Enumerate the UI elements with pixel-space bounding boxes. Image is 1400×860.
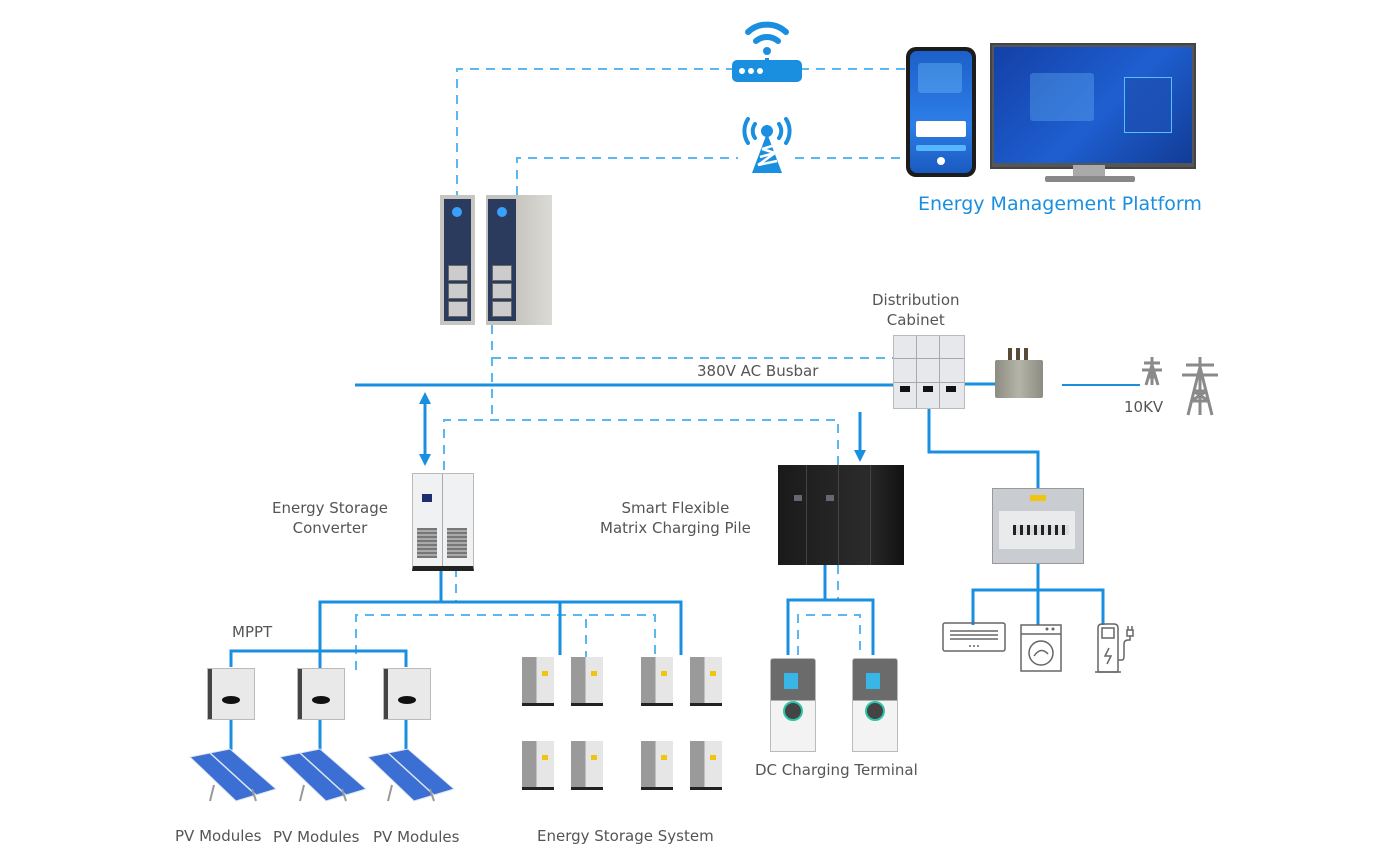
power-line-cabinet-down bbox=[927, 405, 1040, 488]
distribution-cabinet-label: Distribution Cabinet bbox=[872, 291, 960, 329]
monitor-base bbox=[1045, 176, 1135, 182]
pv-inverter-3[interactable] bbox=[383, 668, 431, 720]
arrow-head-down bbox=[419, 454, 431, 466]
energy-storage-converter[interactable] bbox=[412, 473, 474, 571]
monitor-stand bbox=[1073, 165, 1105, 177]
mobile-screen bbox=[910, 51, 972, 173]
cell-tower-icon bbox=[742, 117, 792, 173]
pv-modules-label-3: PV Modules bbox=[373, 828, 460, 846]
iot-gateway-1[interactable] bbox=[440, 195, 475, 325]
transmission-tower-icon bbox=[1142, 357, 1218, 416]
monitor-screen bbox=[994, 47, 1192, 163]
comm-line-router bbox=[456, 68, 735, 200]
transformer bbox=[995, 360, 1043, 398]
power-line-storage-bus bbox=[318, 600, 683, 655]
distribution-box[interactable] bbox=[992, 488, 1084, 564]
distribution-cabinet[interactable] bbox=[893, 335, 965, 409]
battery-cabinet[interactable] bbox=[641, 657, 673, 706]
comm-line-cell bbox=[516, 157, 738, 195]
battery-cabinet[interactable] bbox=[522, 657, 554, 706]
battery-cabinet[interactable] bbox=[690, 741, 722, 790]
wifi-router-icon bbox=[732, 21, 802, 82]
battery-cabinet[interactable] bbox=[522, 741, 554, 790]
matrix-charging-pile[interactable] bbox=[778, 465, 904, 565]
desktop-monitor[interactable] bbox=[990, 43, 1196, 169]
battery-cabinet[interactable] bbox=[690, 657, 722, 706]
mobile-app[interactable] bbox=[906, 47, 976, 177]
transformer-bushings bbox=[1008, 348, 1032, 360]
storage-system-label: Energy Storage System bbox=[537, 827, 714, 845]
power-line-terminal-bus bbox=[786, 598, 875, 655]
grid-voltage-label: 10KV bbox=[1124, 398, 1164, 416]
converter-label: Energy Storage Converter bbox=[272, 499, 388, 537]
battery-cabinet[interactable] bbox=[571, 741, 603, 790]
pv-modules-label-2: PV Modules bbox=[273, 828, 360, 846]
comm-line-to-converter-and-pile bbox=[443, 419, 839, 470]
washing-machine-icon bbox=[1020, 624, 1062, 672]
comm-line-storage-bus bbox=[355, 614, 656, 670]
arrow-head-up bbox=[419, 392, 431, 404]
platform-title: Energy Management Platform bbox=[918, 193, 1202, 215]
ev-charger-icon bbox=[1095, 623, 1134, 673]
pv-inverter-2[interactable] bbox=[297, 668, 345, 720]
battery-cabinet[interactable] bbox=[641, 741, 673, 790]
dc-terminal-label: DC Charging Terminal bbox=[755, 761, 918, 779]
iot-gateway-2[interactable] bbox=[486, 195, 552, 325]
dc-charging-terminal-1[interactable] bbox=[770, 658, 816, 752]
charging-pile-label: Smart Flexible Matrix Charging Pile bbox=[600, 499, 751, 537]
mppt-label: MPPT bbox=[232, 623, 273, 641]
battery-cabinet[interactable] bbox=[571, 657, 603, 706]
pv-modules-label-1: PV Modules bbox=[175, 827, 262, 845]
dc-charging-terminal-2[interactable] bbox=[852, 658, 898, 752]
arrow-head-pile bbox=[854, 450, 866, 462]
pv-panel-1 bbox=[188, 748, 278, 802]
comm-line-terminal-bus bbox=[797, 614, 861, 655]
pv-inverter-1[interactable] bbox=[207, 668, 255, 720]
air-conditioner-icon bbox=[942, 622, 1006, 652]
pv-panel-2 bbox=[278, 748, 368, 802]
pv-panel-3 bbox=[366, 748, 456, 802]
busbar-label: 380V AC Busbar bbox=[697, 362, 819, 380]
